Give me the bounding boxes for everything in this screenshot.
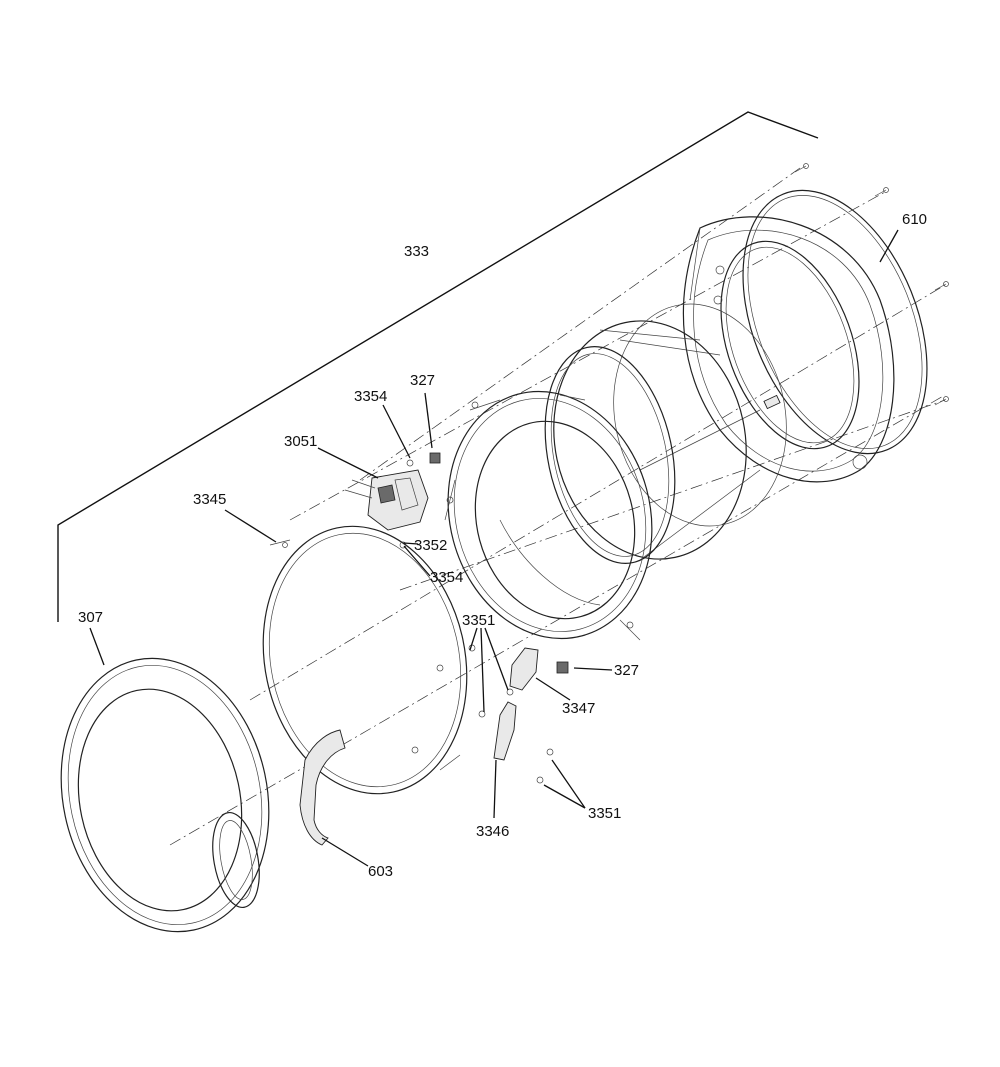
door-handle-3346 <box>493 701 517 761</box>
rear-ring-610 <box>742 189 928 455</box>
callout-3352: 3352 <box>414 537 447 554</box>
callout-333: 333 <box>404 243 429 260</box>
drum-tub <box>553 303 787 561</box>
alignment-axes <box>169 167 946 846</box>
callout-3354-mid: 3354 <box>430 569 463 586</box>
callout-3345: 3345 <box>193 491 226 508</box>
callout-610: 610 <box>902 211 927 228</box>
front-door-ring-307 <box>60 657 270 933</box>
callout-327-top: 327 <box>410 372 435 389</box>
leader-lines <box>89 229 899 867</box>
gasket-ring <box>544 346 676 564</box>
door-frame <box>444 390 653 641</box>
callout-3351-bottom: 3351 <box>588 805 621 822</box>
handle-bracket-3347 <box>509 647 539 691</box>
inner-door-panel-3345 <box>262 525 468 795</box>
callout-3347: 3347 <box>562 700 595 717</box>
rear-frame-assembly <box>619 216 895 483</box>
door-lock-3051 <box>344 469 429 531</box>
callout-307: 307 <box>78 609 103 626</box>
callout-3346: 3346 <box>476 823 509 840</box>
callout-327-right: 327 <box>614 662 639 679</box>
screws <box>399 163 949 784</box>
assembly-bracket-333 <box>57 111 819 622</box>
clip-327-top <box>429 452 441 464</box>
callout-3354-top: 3354 <box>354 388 387 405</box>
callout-labels: 333 610 327 3354 3051 3345 3352 3354 307… <box>78 211 927 880</box>
hinge-cover-603 <box>299 729 346 846</box>
callout-3051: 3051 <box>284 433 317 450</box>
callout-3351-top: 3351 <box>462 612 495 629</box>
clip-327-right <box>556 661 569 674</box>
callout-603: 603 <box>368 863 393 880</box>
